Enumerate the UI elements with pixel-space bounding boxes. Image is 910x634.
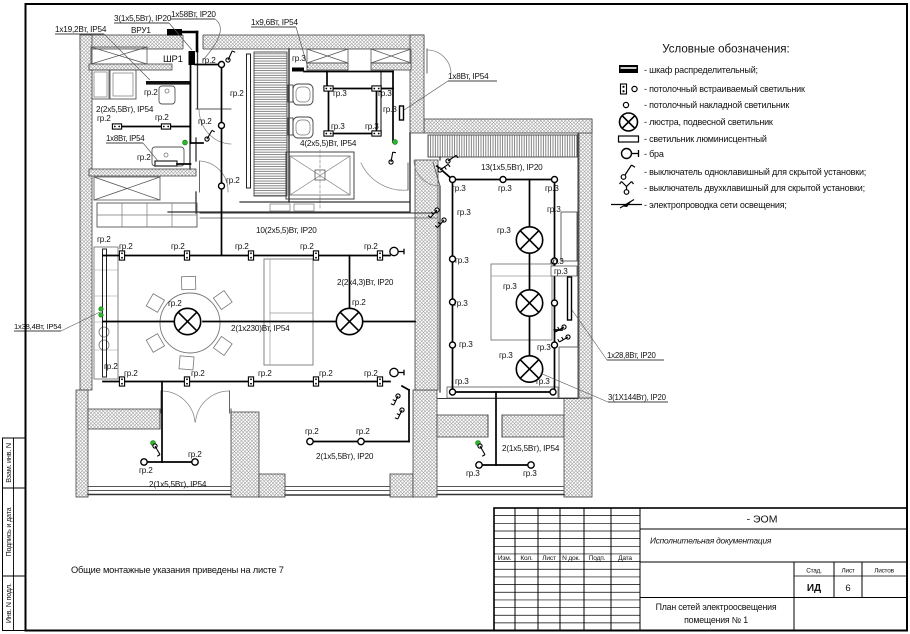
svg-text:1x9,6Вт, IP54: 1x9,6Вт, IP54 bbox=[251, 18, 298, 27]
svg-text:гр.3: гр.3 bbox=[455, 256, 469, 265]
svg-text:помещения № 1: помещения № 1 bbox=[684, 615, 748, 625]
svg-text:гр.2: гр.2 bbox=[364, 242, 378, 251]
svg-text:гр.3: гр.3 bbox=[383, 105, 397, 114]
svg-text:гр.3: гр.3 bbox=[545, 184, 559, 193]
svg-text:гр.2: гр.2 bbox=[191, 369, 205, 378]
svg-text:2(1x230)Вт, IP54: 2(1x230)Вт, IP54 bbox=[231, 324, 290, 333]
svg-text:1x28,8Вт, IP20: 1x28,8Вт, IP20 bbox=[607, 351, 656, 360]
svg-text:гр.3: гр.3 bbox=[459, 340, 473, 349]
svg-text:гр.2: гр.2 bbox=[168, 299, 182, 308]
svg-text:гр.3: гр.3 bbox=[537, 343, 551, 352]
svg-text:гр.2: гр.2 bbox=[300, 242, 314, 251]
svg-text:Кол.: Кол. bbox=[520, 555, 533, 562]
svg-text:гр.2: гр.2 bbox=[352, 298, 366, 307]
svg-text:10(2x5,5)Вт, IP20: 10(2x5,5)Вт, IP20 bbox=[256, 226, 317, 235]
svg-text:гр.2: гр.2 bbox=[319, 369, 333, 378]
svg-text:- выключатель двухклавишный д: - выключатель двухклавишный для скрытой … bbox=[644, 183, 865, 193]
svg-text:гр.2: гр.2 bbox=[230, 89, 244, 98]
svg-text:гр.2: гр.2 bbox=[97, 114, 111, 123]
svg-text:гр.2: гр.2 bbox=[97, 235, 111, 244]
svg-text:гр.3: гр.3 bbox=[292, 54, 306, 63]
svg-text:гр.3: гр.3 bbox=[333, 89, 347, 98]
svg-text:гр.2: гр.2 bbox=[104, 362, 118, 371]
svg-text:Условные обозначения:: Условные обозначения: bbox=[662, 44, 789, 56]
svg-text:гр.2: гр.2 bbox=[364, 369, 378, 378]
svg-text:гр.3: гр.3 bbox=[365, 122, 379, 131]
svg-text:6: 6 bbox=[845, 583, 850, 594]
svg-text:гр.3: гр.3 bbox=[466, 469, 480, 478]
svg-text:гр.3: гр.3 bbox=[378, 89, 392, 98]
svg-text:гр.3: гр.3 bbox=[503, 282, 517, 291]
svg-text:Изм.: Изм. bbox=[498, 555, 512, 562]
svg-text:гр.2: гр.2 bbox=[137, 153, 151, 162]
svg-text:- потолочный накладной светил: - потолочный накладной светильник bbox=[644, 100, 789, 110]
svg-text:Инв. N подл.: Инв. N подл. bbox=[4, 583, 13, 623]
svg-text:гр.2: гр.2 bbox=[188, 450, 202, 459]
svg-text:1x38,4Вт, IP54: 1x38,4Вт, IP54 bbox=[14, 322, 61, 331]
svg-text:гр.3: гр.3 bbox=[498, 184, 512, 193]
svg-text:гр.3: гр.3 bbox=[497, 226, 511, 235]
svg-text:Подп.: Подп. bbox=[589, 555, 606, 562]
svg-text:ШР1: ШР1 bbox=[163, 54, 183, 65]
svg-text:Исполнительная документация: Исполнительная документация bbox=[650, 536, 772, 546]
svg-text:2(1x5,5Вт), IP20: 2(1x5,5Вт), IP20 bbox=[316, 452, 374, 461]
svg-text:гр.2: гр.2 bbox=[144, 88, 158, 97]
svg-text:- шкаф распределительный;: - шкаф распределительный; bbox=[644, 65, 758, 75]
svg-text:гр.3: гр.3 bbox=[455, 377, 469, 386]
svg-text:1x8Вт, IP54: 1x8Вт, IP54 bbox=[106, 134, 145, 143]
svg-text:План сетей электроосвещения: План сетей электроосвещения bbox=[656, 602, 777, 612]
svg-text:- выключатель одноклавишный д: - выключатель одноклавишный для скрытой … bbox=[644, 167, 866, 177]
svg-text:гр.3: гр.3 bbox=[523, 469, 537, 478]
svg-text:ВРУ1: ВРУ1 bbox=[131, 26, 151, 35]
svg-text:- светильник люминисцентный: - светильник люминисцентный bbox=[644, 134, 767, 144]
svg-text:ИД: ИД bbox=[807, 583, 821, 594]
svg-text:гр.2: гр.2 bbox=[305, 427, 319, 436]
svg-text:гр.2: гр.2 bbox=[139, 466, 153, 475]
svg-text:гр.2: гр.2 bbox=[198, 117, 212, 126]
svg-text:1x8Вт, IP54: 1x8Вт, IP54 bbox=[448, 72, 489, 81]
svg-text:гр.3: гр.3 bbox=[536, 377, 550, 386]
svg-text:Стад.: Стад. bbox=[806, 568, 822, 575]
svg-text:гр.2: гр.2 bbox=[171, 242, 185, 251]
svg-text:гр.3: гр.3 bbox=[547, 205, 561, 214]
svg-text:- потолочный встраиваемый све: - потолочный встраиваемый светильник bbox=[644, 84, 805, 94]
svg-text:2(2x5,5Вт), IP54: 2(2x5,5Вт), IP54 bbox=[96, 105, 154, 114]
svg-text:3(1X144Вт), IP20: 3(1X144Вт), IP20 bbox=[608, 393, 667, 402]
svg-text:- ЭОМ: - ЭОМ bbox=[747, 514, 778, 526]
svg-text:гр.3: гр.3 bbox=[457, 208, 471, 217]
svg-text:гр.2: гр.2 bbox=[202, 56, 216, 65]
svg-text:Лист: Лист bbox=[841, 568, 854, 575]
svg-text:- люстра, подвесной светильни: - люстра, подвесной светильник bbox=[644, 117, 773, 127]
svg-text:гр.3: гр.3 bbox=[554, 267, 568, 276]
svg-text:- бра: - бра bbox=[644, 149, 664, 159]
svg-text:Взам. инв. N: Взам. инв. N bbox=[4, 443, 13, 483]
svg-text:1x19,2Вт, IP54: 1x19,2Вт, IP54 bbox=[55, 25, 107, 34]
svg-text:гр.2: гр.2 bbox=[155, 113, 169, 122]
svg-text:Листов: Листов bbox=[874, 568, 894, 575]
svg-text:гр.3: гр.3 bbox=[499, 351, 513, 360]
svg-text:гр.3: гр.3 bbox=[331, 122, 345, 131]
svg-text:Лист: Лист bbox=[542, 555, 556, 562]
svg-text:- электропроводка сети освеще: - электропроводка сети освещения; bbox=[644, 200, 787, 210]
svg-text:3(1x5,5Вт), IP20: 3(1x5,5Вт), IP20 bbox=[114, 14, 172, 23]
svg-text:Подпись и дата: Подпись и дата bbox=[4, 507, 13, 556]
svg-text:гр.2: гр.2 bbox=[258, 369, 272, 378]
svg-text:Общие монтажные указания приве: Общие монтажные указания приведены на ли… bbox=[71, 565, 284, 575]
svg-text:4(2x5,5)Вт, IP54: 4(2x5,5)Вт, IP54 bbox=[300, 139, 357, 148]
svg-text:1x58Вт, IP20: 1x58Вт, IP20 bbox=[171, 10, 216, 19]
svg-text:гр.2: гр.2 bbox=[124, 369, 138, 378]
svg-text:гр.2: гр.2 bbox=[226, 176, 240, 185]
svg-text:гр.2: гр.2 bbox=[119, 242, 133, 251]
svg-text:N док.: N док. bbox=[562, 555, 580, 562]
svg-text:гр.3: гр.3 bbox=[550, 257, 564, 266]
svg-text:2(1x5,5Вт), IP54: 2(1x5,5Вт), IP54 bbox=[502, 444, 560, 453]
svg-text:гр.3: гр.3 bbox=[454, 299, 468, 308]
svg-text:2(1x5,5Вт), IP54: 2(1x5,5Вт), IP54 bbox=[149, 480, 207, 489]
svg-text:гр.2: гр.2 bbox=[356, 427, 370, 436]
svg-text:Дата: Дата bbox=[618, 555, 632, 562]
svg-text:2(2x4,3)Вт, IP20: 2(2x4,3)Вт, IP20 bbox=[337, 278, 394, 287]
svg-text:гр.2: гр.2 bbox=[235, 242, 249, 251]
svg-text:гр.3: гр.3 bbox=[452, 184, 466, 193]
svg-text:13(1x5,5Вт), IP20: 13(1x5,5Вт), IP20 bbox=[481, 163, 543, 172]
